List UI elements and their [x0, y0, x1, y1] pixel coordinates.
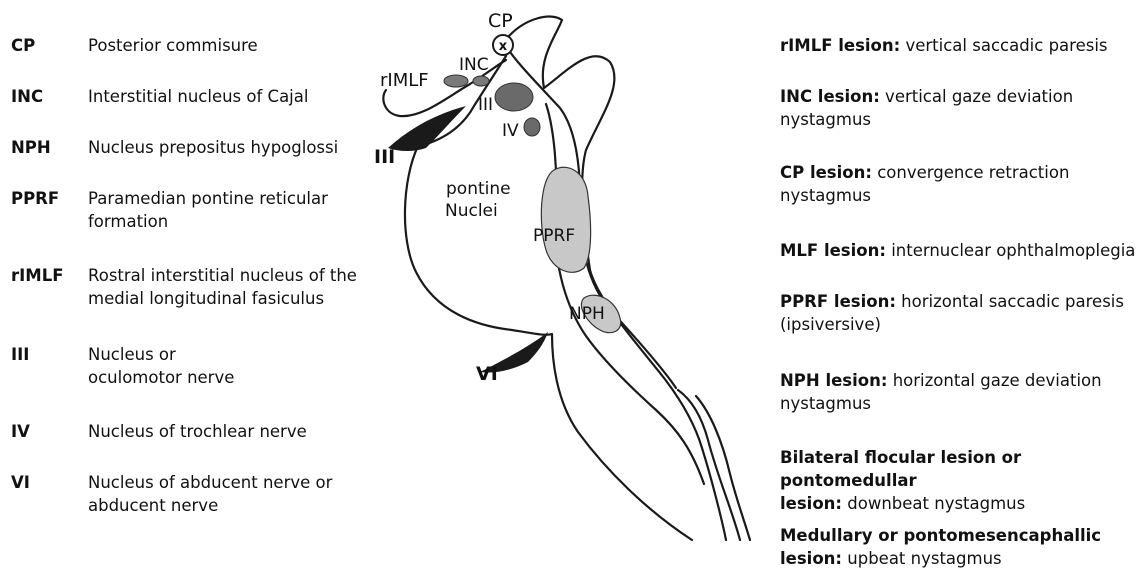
legend-abbr: CP	[11, 34, 35, 57]
label-rimlf: rIMLF	[380, 70, 429, 91]
label-iii-nucleus: III	[478, 95, 493, 115]
legend-abbr: NPH	[11, 136, 51, 159]
dorsal-outline	[509, 17, 726, 540]
abbreviation-legend: CP Posterior commisure INC Interstitial …	[0, 0, 380, 571]
label-cp: CP	[488, 10, 513, 32]
label-nuclei: Nuclei	[445, 201, 498, 221]
legend-desc: Nucleus of trochlear nerve	[88, 420, 378, 443]
legend-abbr: INC	[11, 85, 43, 108]
legend-desc: Interstitial nucleus of Cajal	[88, 85, 378, 108]
inc-nucleus	[473, 76, 489, 86]
label-iii-nerve: III	[374, 146, 395, 168]
legend-abbr: IV	[11, 420, 30, 443]
lesion-item: rIMLF lesion: vertical saccadic paresis	[780, 34, 1148, 57]
lesion-item: PPRF lesion: horizontal saccadic paresis…	[780, 290, 1148, 336]
brainstem-diagram: x CP rIMLF INC III IV III pontine Nuclei…	[366, 0, 776, 560]
pprf-nucleus	[541, 167, 590, 272]
legend-abbr: PPRF	[11, 187, 59, 210]
medulla-line-2	[696, 396, 750, 540]
rimlf-nucleus	[444, 75, 468, 87]
iii-nucleus	[495, 83, 533, 111]
lesion-list: rIMLF lesion: vertical saccadic paresis …	[780, 0, 1148, 571]
label-inc: INC	[459, 55, 489, 75]
legend-abbr: VI	[11, 471, 30, 494]
iv-nucleus	[524, 118, 540, 136]
legend-desc: Posterior commisure	[88, 34, 378, 57]
label-vi-nerve: VI	[476, 363, 498, 385]
lesion-item: MLF lesion: internuclear ophthalmoplegia	[780, 239, 1148, 262]
label-pontine: pontine	[446, 179, 511, 199]
cp-marker-x: x	[499, 39, 508, 54]
legend-desc: Nucleus prepositus hypoglossi	[88, 136, 378, 159]
label-pprf: PPRF	[533, 226, 575, 246]
legend-abbr: rIMLF	[11, 264, 63, 287]
label-iv-nucleus: IV	[502, 121, 519, 141]
legend-abbr: III	[11, 343, 29, 366]
median-line	[546, 104, 704, 484]
label-nph: NPH	[569, 304, 605, 324]
lesion-item: Bilateral flocular lesion or pontomedull…	[780, 446, 1148, 515]
